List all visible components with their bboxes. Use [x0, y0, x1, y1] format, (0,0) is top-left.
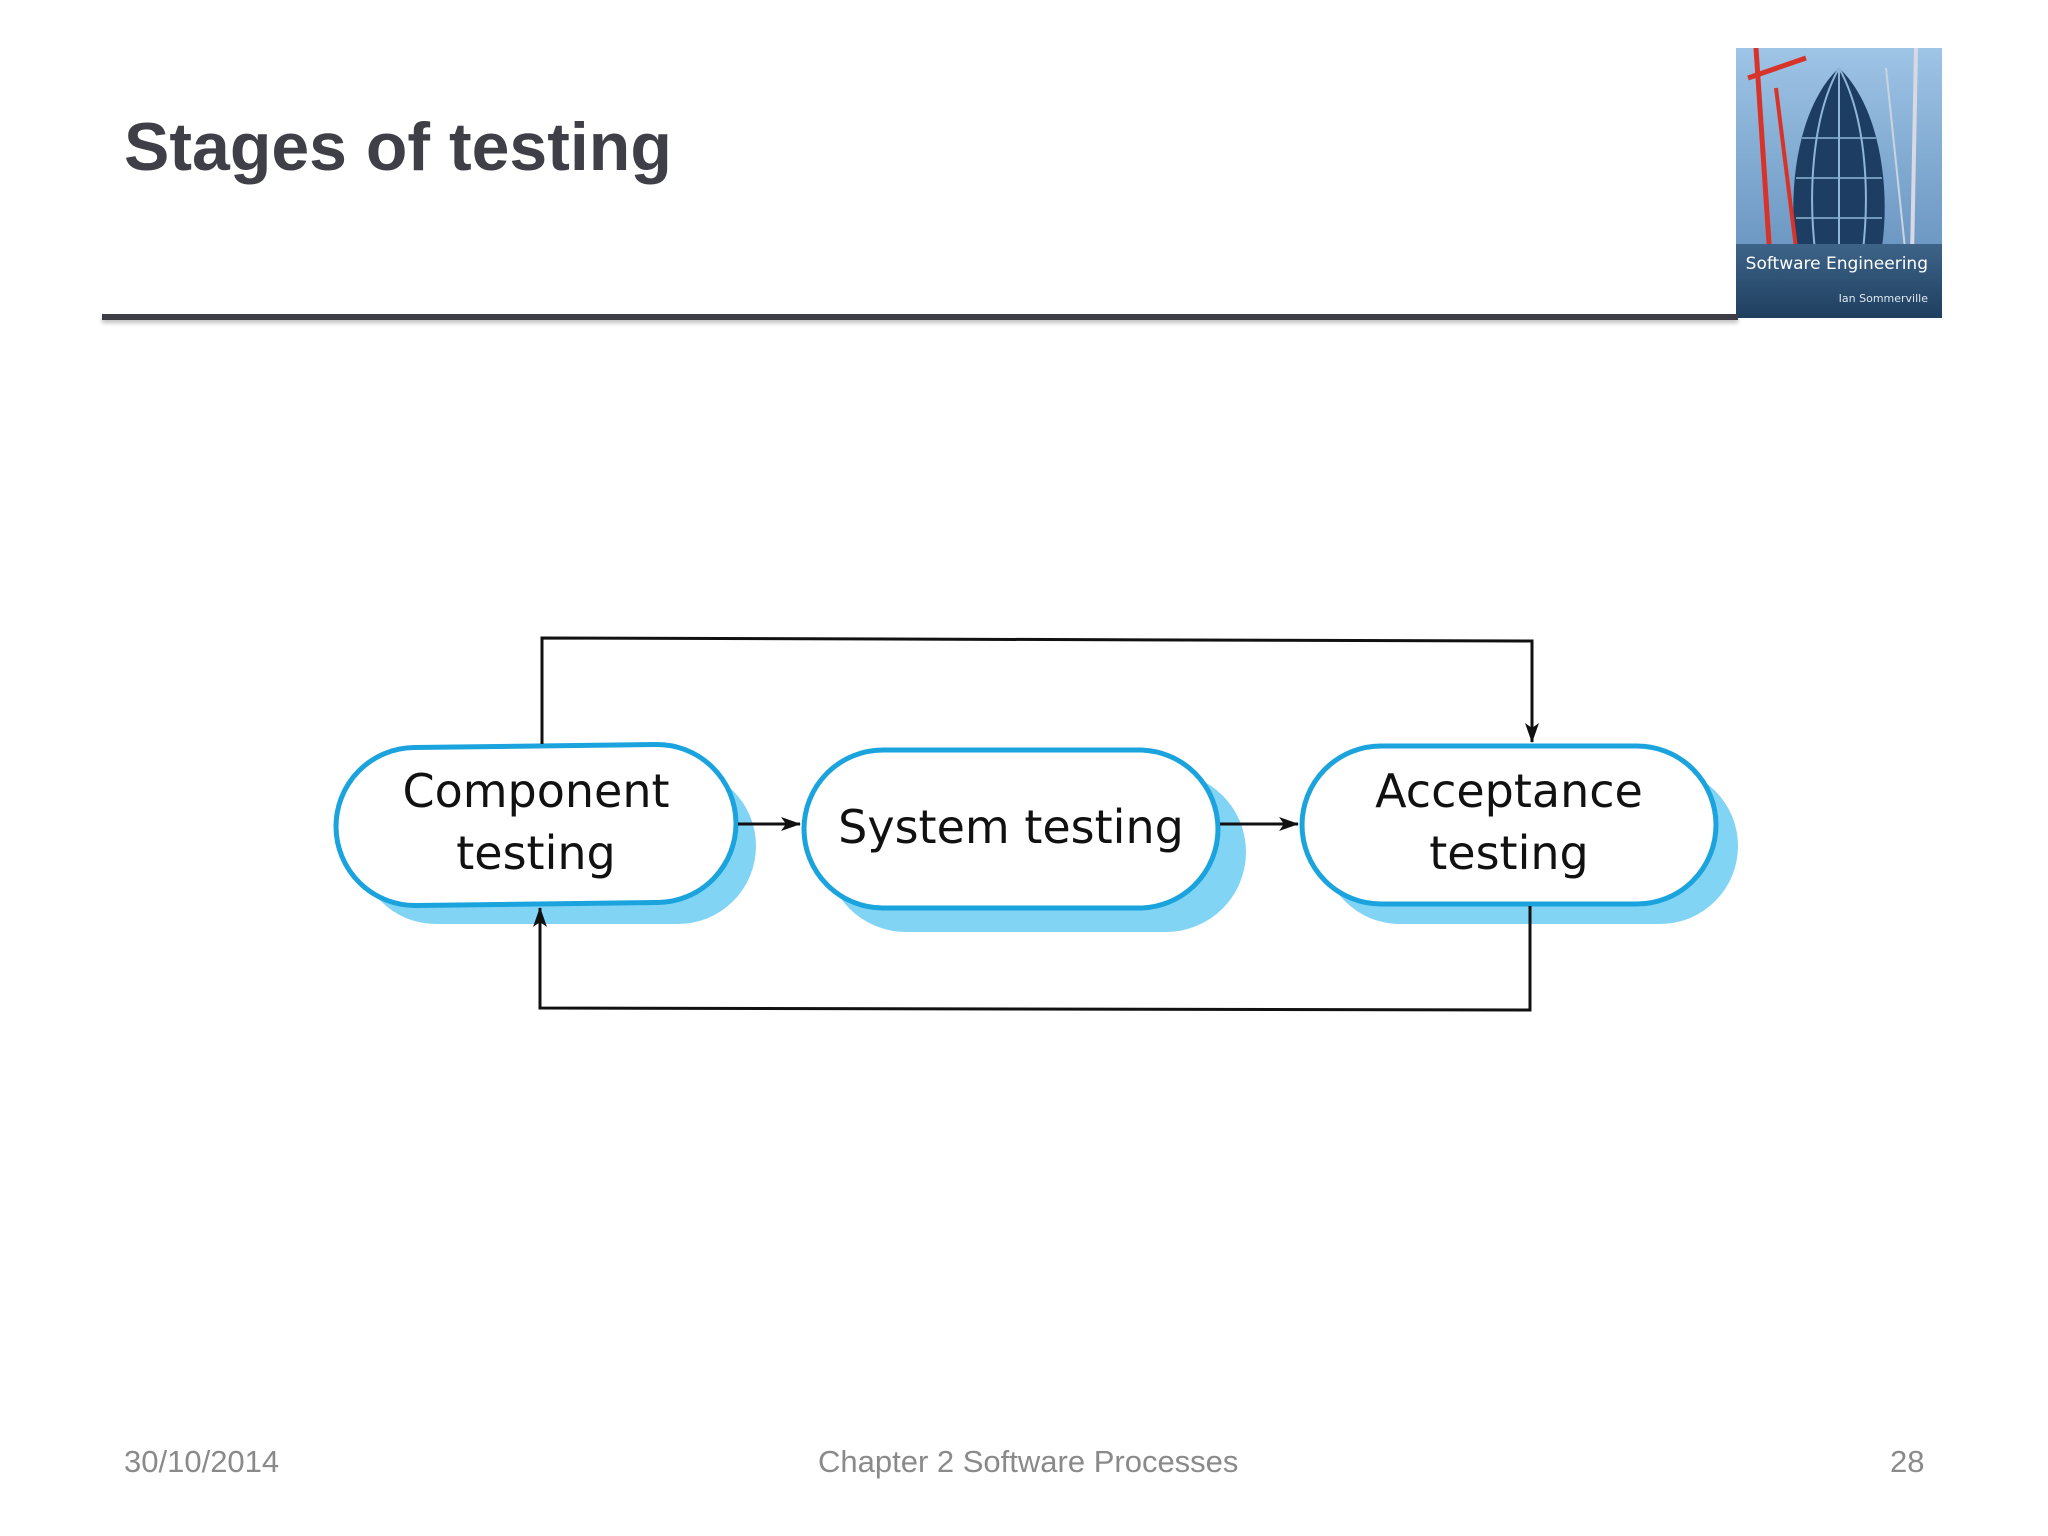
component-testing-label-line2: testing [456, 826, 616, 880]
component-testing-label: Component testing [336, 760, 736, 884]
arrow-component-to-acceptance-loop [540, 636, 1539, 744]
cover-artwork [1736, 48, 1942, 318]
acceptance-testing-label: Acceptance testing [1302, 760, 1716, 884]
component-testing-node [333, 742, 739, 908]
cover-author: Ian Sommerville [1838, 292, 1928, 305]
system-testing-label: System testing [804, 796, 1218, 858]
book-cover-image: Software Engineering Ian Sommerville [1736, 48, 1942, 318]
system-testing-label-line1: System testing [838, 800, 1184, 854]
slide-title: Stages of testing [124, 109, 672, 185]
acceptance-testing-node [1299, 743, 1719, 907]
footer-page-number: 28 [1890, 1444, 1925, 1479]
arrow-acceptance-to-component-loop [533, 906, 1532, 1012]
component-testing-label-line1: Component [402, 764, 670, 818]
acceptance-testing-label-line1: Acceptance [1375, 764, 1643, 818]
system-testing-node [801, 747, 1221, 911]
footer-date: 30/10/2014 [124, 1444, 280, 1479]
cover-title: Software Engineering [1745, 254, 1928, 274]
title-divider [102, 314, 1738, 320]
footer-chapter: Chapter 2 Software Processes [818, 1444, 1239, 1479]
acceptance-testing-label-line2: testing [1429, 826, 1589, 880]
